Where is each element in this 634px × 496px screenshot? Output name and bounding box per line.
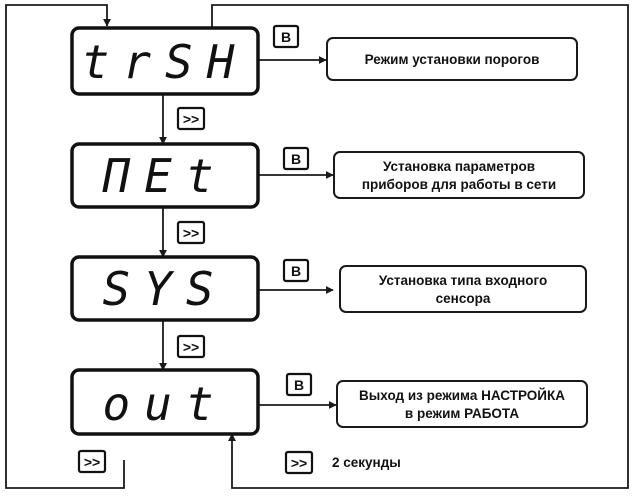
b-button-1[interactable]: B: [272, 24, 300, 49]
display-net: ΠEt: [70, 142, 260, 209]
description-line: приборов для работы в сети: [362, 177, 556, 192]
b-button-4[interactable]: B: [285, 372, 313, 397]
description-3: Установка типа входного сенсора: [339, 265, 587, 313]
next-button-4[interactable]: >>: [77, 449, 107, 474]
next-button-3[interactable]: >>: [176, 334, 206, 359]
display-text: SYS: [102, 262, 227, 316]
display-out: out: [70, 368, 260, 436]
description-2: Установка параметров приборов для работы…: [333, 151, 585, 199]
legend: >> 2 секунды: [284, 450, 401, 475]
return-loop-left: [5, 4, 125, 489]
next-button-label: >>: [183, 225, 199, 241]
legend-button: [284, 450, 314, 475]
description-line: Установка параметров: [383, 159, 535, 174]
b-button-label: B: [291, 151, 301, 167]
b-button-2[interactable]: B: [282, 146, 310, 171]
description-4: Выход из режима НАСТРОЙКА в режим РАБОТА: [336, 380, 588, 428]
display-text: out: [102, 377, 227, 431]
description-1: Режим установки порогов: [326, 37, 578, 81]
b-button-label: B: [281, 29, 291, 45]
next-button-1[interactable]: >>: [176, 106, 206, 131]
b-button-label: B: [294, 377, 304, 393]
b-button-label: B: [291, 263, 301, 279]
display-sys: SYS: [70, 255, 260, 322]
description-line: Выход из режима НАСТРОЙКА: [359, 388, 565, 403]
b-button-3[interactable]: B: [282, 258, 310, 283]
return-loop-right: [211, 4, 629, 489]
display-text: trSH: [82, 35, 249, 89]
legend-button-label: >>: [291, 455, 307, 471]
display-text: ΠEt: [101, 149, 227, 203]
description-line: Установка типа входного: [379, 273, 547, 288]
description-line: Режим установки порогов: [365, 52, 540, 67]
description-line: сенсора: [436, 291, 491, 306]
legend-text: 2 секунды: [332, 455, 401, 470]
next-button-label: >>: [183, 339, 199, 355]
next-button-label: >>: [84, 454, 100, 470]
next-button-label: >>: [183, 111, 199, 127]
next-button-2[interactable]: >>: [176, 220, 206, 245]
description-line: в режим РАБОТА: [405, 406, 519, 421]
display-trsh: trSH: [70, 26, 260, 96]
